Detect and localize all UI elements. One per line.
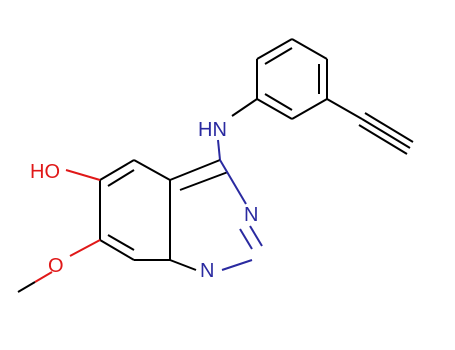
double-bond-inner xyxy=(264,93,293,111)
double-bond-inner xyxy=(179,171,229,191)
triple-bond-lower xyxy=(358,124,408,155)
phenyl-ring xyxy=(256,38,328,120)
bond xyxy=(34,271,53,283)
pyrimidine-ring: N N xyxy=(169,159,263,282)
triple-bond-upper xyxy=(364,112,414,143)
bond xyxy=(169,159,221,181)
triple-bond-center xyxy=(361,118,411,149)
methoxy-o-label: O xyxy=(48,255,64,277)
bond xyxy=(133,159,171,181)
methoxy-group: O xyxy=(17,239,101,293)
bond xyxy=(69,239,101,257)
ring-n-upper-label: N xyxy=(244,204,258,226)
bond xyxy=(256,38,293,60)
bond xyxy=(99,159,135,181)
benzo-ring xyxy=(99,159,171,261)
amine-nh-label: HN xyxy=(198,119,227,141)
bond xyxy=(291,38,328,60)
hydroxyl-group: HO xyxy=(30,161,101,183)
bond xyxy=(231,98,258,117)
bond xyxy=(217,139,221,161)
double-bond-inner xyxy=(107,169,135,187)
ring-n-lower-label: N xyxy=(200,260,214,282)
bond xyxy=(249,225,263,247)
double-bond-inner xyxy=(239,228,253,250)
double-bond-inner xyxy=(264,47,293,65)
bond xyxy=(221,259,253,271)
bond xyxy=(65,169,101,181)
bond xyxy=(169,259,197,271)
amine-linker: HN xyxy=(198,98,258,161)
bond xyxy=(256,98,293,120)
bond xyxy=(326,98,363,120)
bond xyxy=(291,98,328,120)
bond xyxy=(99,239,135,261)
bond xyxy=(219,159,247,205)
hydroxyl-label: HO xyxy=(30,161,60,183)
methyl-bond xyxy=(17,281,36,293)
ethynyl-group xyxy=(326,98,414,155)
double-bond-inner xyxy=(107,234,135,251)
